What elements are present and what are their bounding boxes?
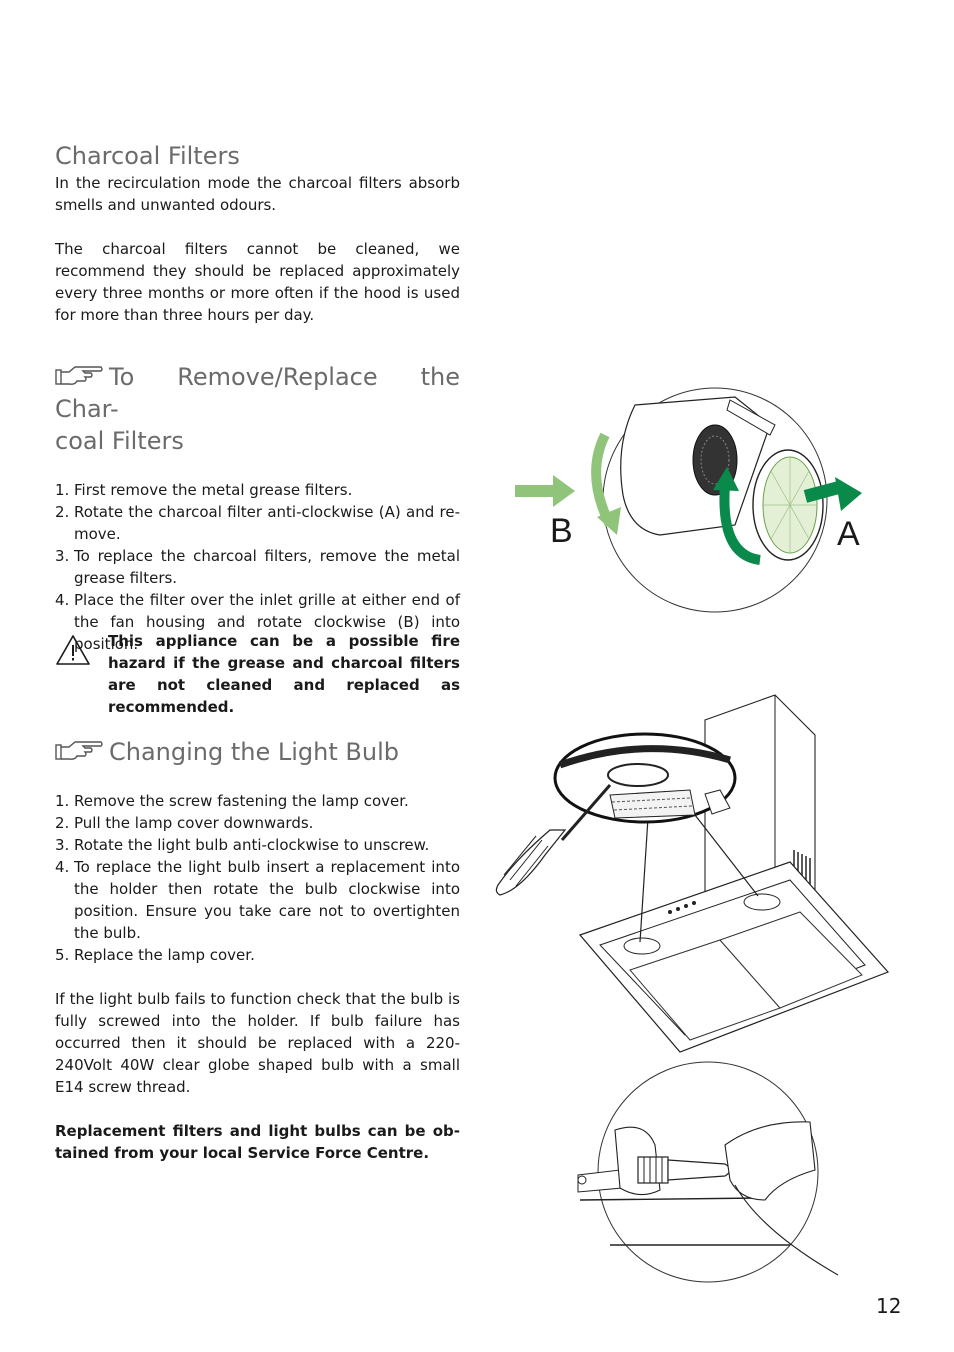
step-number: 2. <box>55 503 70 521</box>
step-number: 3. <box>55 836 70 854</box>
lamp-cover-left <box>623 937 661 955</box>
step-number: 4. <box>55 858 70 876</box>
charcoal-paragraph-1: In the recirculation mode the charcoal f… <box>55 174 460 214</box>
list-item: 4.Place the filter over the inlet grille… <box>55 589 460 655</box>
warning-triangle-icon <box>56 635 90 665</box>
bulb-heading: Changing the Light Bulb <box>55 736 460 768</box>
step-number: 4. <box>55 591 70 609</box>
warning-block: This appliance can be a possible fire ha… <box>55 630 460 718</box>
bulb-paragraph: If the light bulb fails to function chec… <box>55 990 460 1096</box>
step-number: 1. <box>55 481 70 499</box>
page-number: 12 <box>876 1294 902 1318</box>
bulb-steps: 1.Remove the screw fastening the lamp co… <box>55 790 460 966</box>
step-text: To replace the light bulb insert a repla… <box>74 858 460 942</box>
label-b: B <box>550 512 573 550</box>
remove-section: To Remove/Replace the Char- coal Filters… <box>55 361 460 655</box>
pointing-hand-icon <box>55 366 103 385</box>
charcoal-filter-figure: B A <box>515 387 862 613</box>
step-text: Rotate the light bulb anti-clockwise to … <box>74 836 430 854</box>
list-item: 2.Pull the lamp cover downwards. <box>55 812 460 834</box>
light-bulb <box>637 1156 731 1184</box>
step-number: 2. <box>55 814 70 832</box>
bulb-bold-note: Replacement filters and light bulbs can … <box>55 1122 460 1162</box>
charcoal-heading: Charcoal Filters <box>55 142 240 170</box>
step-text: To replace the charcoal filters, remove … <box>74 547 460 587</box>
step-number: 1. <box>55 792 70 810</box>
remove-heading-line2: coal Filters <box>55 427 184 455</box>
list-item: 2.Rotate the charcoal filter anti-clockw… <box>55 501 460 545</box>
pointing-hand-icon <box>55 741 103 760</box>
bulb-section: Changing the Light Bulb 1.Remove the scr… <box>55 736 460 1164</box>
step-text: Pull the lamp cover downwards. <box>74 814 314 832</box>
step-text: Replace the lamp cover. <box>74 946 255 964</box>
charcoal-paragraph-2: The charcoal filters cannot be cleaned, … <box>55 240 460 324</box>
hood-lamp-figure <box>495 694 890 1053</box>
label-a: A <box>837 515 860 553</box>
step-text: Remove the screw fastening the lamp cove… <box>74 792 409 810</box>
remove-steps: 1.First remove the metal grease filters.… <box>55 479 460 655</box>
list-item: 1.Remove the screw fastening the lamp co… <box>55 790 460 812</box>
remove-heading: To Remove/Replace the Char- coal Filters <box>55 361 460 457</box>
warning-text: This appliance can be a possible fire ha… <box>108 632 460 716</box>
screwdriver <box>560 784 612 841</box>
charcoal-section: Charcoal Filters In the recirculation mo… <box>55 140 460 326</box>
bulb-heading-text: Changing the Light Bulb <box>109 738 399 766</box>
bulb-replacement-figure <box>577 1061 839 1283</box>
list-item: 3.Rotate the light bulb anti-clockwise t… <box>55 834 460 856</box>
list-item: 1.First remove the metal grease filters. <box>55 479 460 501</box>
step-text: Rotate the charcoal filter anti-clockwis… <box>74 503 460 543</box>
list-item: 4.To replace the light bulb insert a rep… <box>55 856 460 944</box>
rotation-arrow-a <box>719 484 761 565</box>
list-item: 3.To replace the charcoal filters, remov… <box>55 545 460 589</box>
step-text: Place the filter over the inlet grille a… <box>74 591 460 653</box>
step-text: First remove the metal grease filters. <box>74 481 353 499</box>
lamp-cover-right <box>743 893 781 911</box>
remove-heading-line1: To Remove/Replace the Char- <box>55 363 460 423</box>
list-item: 5.Replace the lamp cover. <box>55 944 460 966</box>
step-number: 5. <box>55 946 70 964</box>
step-number: 3. <box>55 547 70 565</box>
